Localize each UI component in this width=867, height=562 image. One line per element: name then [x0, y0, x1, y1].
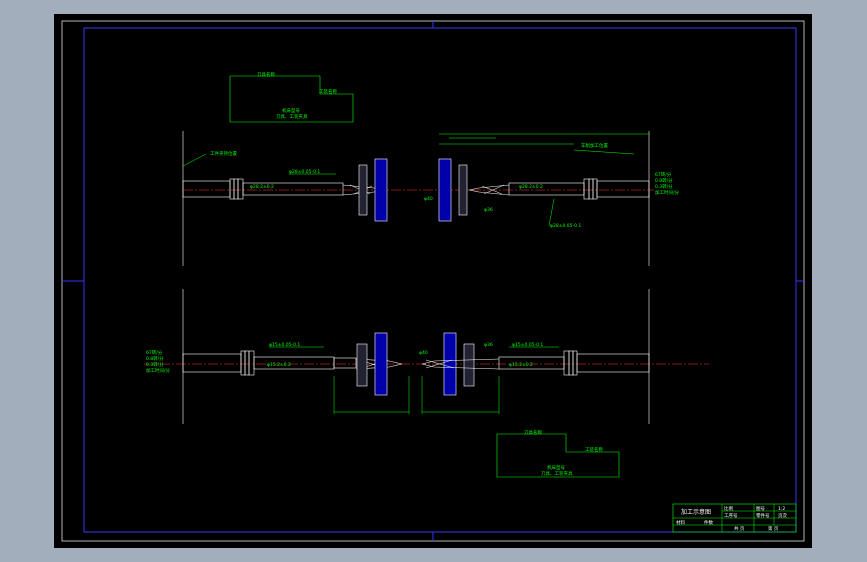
top-left-dim-2: φ28.2±0.2	[250, 184, 274, 190]
title-cell-drawing-no: 图号	[756, 506, 765, 512]
title-cell-scale: 1:2	[778, 506, 785, 512]
bottom-box-tool-label: 刀具名称	[524, 429, 542, 436]
cad-drawing: 刀具名称 工装名称 机床型号 刀具、工装夹具	[61, 20, 805, 542]
title-block-title: 加工示意图	[681, 508, 711, 516]
top-right-label: 车削加工位置	[581, 142, 608, 149]
bottom-note-2: 0.8转/分	[146, 355, 164, 362]
top-center-dim-1: φ40	[424, 196, 433, 202]
bottom-left-dim-2: φ15.2±0.2	[267, 362, 291, 368]
top-right-dim-2: φ28±0.05-0.1	[550, 223, 581, 229]
top-box-fixture-label: 工装名称	[319, 88, 337, 95]
inner-frame	[83, 27, 797, 533]
title-cell-page: 页次	[778, 512, 787, 519]
top-box-tools-label: 刀具、工装夹具	[276, 113, 308, 120]
title-cell-total: 共 页	[734, 525, 745, 532]
top-left-label: 工件夹持位置	[210, 150, 237, 157]
bottom-right-dim-1: φ15±0.05-0.1	[512, 342, 543, 348]
bottom-center-dim-1: φ40	[419, 350, 428, 356]
top-center-dim-2: φ36	[484, 207, 493, 213]
title-cell-qty: 件数	[704, 519, 713, 526]
top-note-3: 0.3转/分	[655, 183, 673, 190]
bottom-left-dim-1: φ15±0.05-0.1	[269, 342, 300, 348]
bottom-center-dim-2: φ36	[484, 342, 493, 348]
top-note-1: 67转/分	[655, 171, 672, 178]
top-box-tool-label: 刀具名称	[257, 71, 275, 78]
title-cell-scale-label: 比例	[724, 505, 733, 512]
title-cell-sheet: 第 页	[768, 525, 779, 532]
top-note-4: 加工时间/分	[655, 189, 680, 196]
bottom-note-4: 加工时间/分	[146, 367, 171, 374]
top-note-2: 0.8转/分	[655, 177, 673, 184]
top-left-dim-1: φ28±0.05-0.1	[289, 169, 320, 175]
bottom-note-3: 0.3转/分	[146, 361, 164, 368]
title-cell-process: 工序号	[724, 512, 738, 519]
outer-frame	[61, 20, 805, 542]
bottom-box-machine-label: 机床型号	[547, 464, 565, 471]
bottom-right-dim-2: φ15.2±0.2	[509, 362, 533, 368]
bottom-view: φ15±0.05-0.1 φ15.2±0.2 φ15±0.05-0.1 φ15.…	[144, 289, 709, 478]
top-box-machine-label: 机床型号	[282, 107, 300, 114]
bottom-box-fixture-label: 工装名称	[585, 446, 603, 453]
top-view: 刀具名称 工装名称 机床型号 刀具、工装夹具	[182, 71, 680, 266]
title-block: 加工示意图 比例 图号 1:2 工序号 零件号 页次 材料 件数 共 页 第 页	[672, 503, 797, 533]
title-cell-material: 材料	[676, 519, 685, 526]
top-right-dim-1: φ28.2±0.2	[519, 184, 543, 190]
drawing-sheet: 刀具名称 工装名称 机床型号 刀具、工装夹具	[54, 14, 812, 548]
bottom-note-1: 67转/分	[146, 349, 163, 356]
title-cell-part: 零件号	[756, 512, 770, 519]
bottom-box-tools-label: 刀具、工装夹具	[541, 470, 573, 477]
